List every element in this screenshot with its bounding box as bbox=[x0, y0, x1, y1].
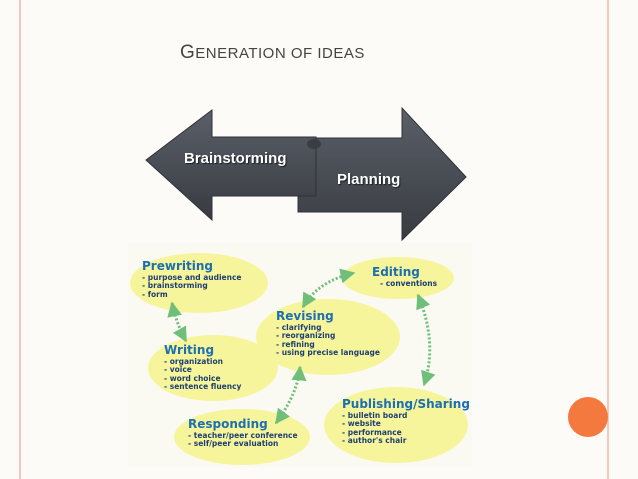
frame-line-right bbox=[607, 0, 609, 479]
responding-items: teacher/peer conference self/peer evalua… bbox=[188, 431, 298, 449]
revising-editing-arrow-icon bbox=[301, 268, 356, 309]
list-item: conventions bbox=[380, 279, 437, 288]
stage-prewriting: Prewriting purpose and audience brainsto… bbox=[142, 259, 242, 299]
list-item: website bbox=[342, 419, 470, 428]
list-item: using precise language bbox=[276, 348, 380, 357]
title-rest: ENERATION OF IDEAS bbox=[195, 45, 365, 62]
revising-items: clarifying reorganizing refining using p… bbox=[276, 323, 380, 358]
list-item: word choice bbox=[164, 374, 241, 383]
list-item: performance bbox=[342, 428, 470, 437]
publishing-items: bulletin board website performance autho… bbox=[342, 411, 470, 446]
cycle-arrows bbox=[167, 268, 436, 425]
list-item: author's chair bbox=[342, 436, 470, 445]
list-item: bulletin board bbox=[342, 411, 470, 420]
revising-title: Revising bbox=[276, 309, 334, 323]
list-item: sentence fluency bbox=[164, 382, 242, 391]
list-item: self/peer evaluation bbox=[188, 439, 298, 448]
arrow-joint bbox=[307, 139, 321, 149]
stage-revising: Revising clarifying reorganizing refinin… bbox=[276, 309, 380, 358]
stage-editing: Editing conventions bbox=[372, 265, 437, 288]
writing-process-cycle: Prewriting purpose and audience brainsto… bbox=[128, 243, 472, 467]
list-item: purpose and audience bbox=[142, 273, 242, 282]
prewriting-writing-arrow-icon bbox=[167, 301, 188, 343]
list-item: reorganizing bbox=[276, 331, 380, 340]
editing-title: Editing bbox=[372, 265, 420, 279]
responding-title: Responding bbox=[188, 417, 268, 431]
list-item: teacher/peer conference bbox=[188, 431, 298, 440]
planning-label: Planning bbox=[337, 171, 401, 188]
list-item: refining bbox=[276, 340, 380, 349]
editing-items: conventions bbox=[372, 279, 437, 288]
list-item: form bbox=[142, 290, 242, 299]
writing-title: Writing bbox=[164, 343, 215, 357]
stage-responding: Responding teacher/peer conference self/… bbox=[188, 417, 298, 449]
slide-title: GENERATION OF IDEAS bbox=[180, 42, 365, 64]
stage-publishing: Publishing/Sharing bulletin board websit… bbox=[342, 397, 470, 446]
right-block-arrow-icon bbox=[297, 106, 467, 242]
list-item: organization bbox=[164, 357, 241, 366]
frame-line-left bbox=[19, 0, 21, 479]
title-initial: G bbox=[180, 42, 196, 63]
editing-oval bbox=[342, 257, 454, 299]
list-item: brainstorming bbox=[142, 281, 242, 290]
stage-writing: Writing organization voice word choice s… bbox=[164, 343, 241, 392]
editing-publishing-arrow-icon bbox=[416, 293, 436, 387]
left-block-arrow-icon bbox=[145, 108, 317, 222]
publishing-title: Publishing/Sharing bbox=[342, 397, 470, 411]
prewriting-title: Prewriting bbox=[142, 259, 213, 273]
orange-circle-icon bbox=[568, 397, 608, 437]
prewriting-items: purpose and audience brainstorming form bbox=[142, 273, 242, 299]
brainstorming-label: Brainstorming bbox=[184, 150, 287, 167]
writing-items: organization voice word choice sentence … bbox=[164, 357, 242, 392]
revising-responding-arrow-icon bbox=[274, 365, 307, 425]
list-item: clarifying bbox=[276, 323, 380, 332]
list-item: voice bbox=[164, 365, 241, 374]
